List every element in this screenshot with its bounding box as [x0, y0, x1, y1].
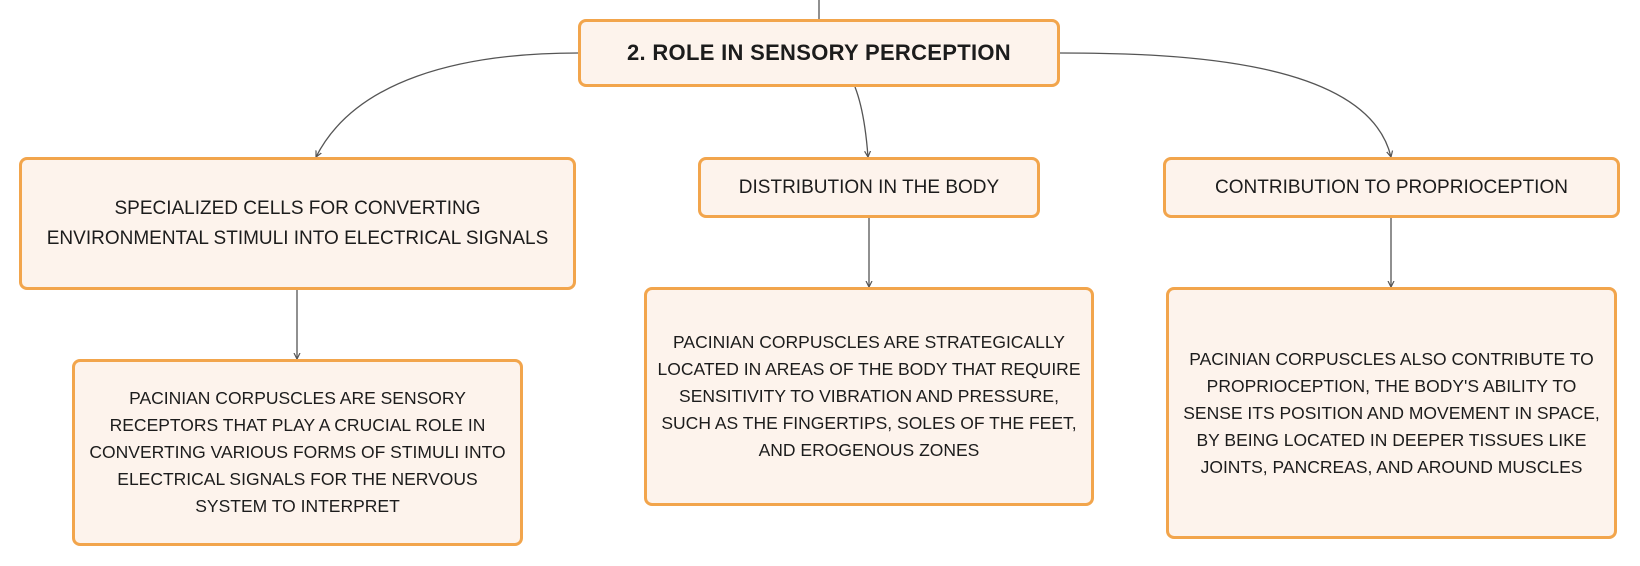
node-distribution-in-body[interactable]: DISTRIBUTION IN THE BODY: [698, 157, 1040, 218]
node-distribution-label: DISTRIBUTION IN THE BODY: [738, 176, 1000, 198]
root-node[interactable]: 2. ROLE IN SENSORY PERCEPTION: [578, 19, 1060, 87]
node-sensory-receptors-detail[interactable]: PACINIAN CORPUSCLES ARE SENSORY RECEPTOR…: [72, 359, 523, 546]
node-proprioception-label: CONTRIBUTION TO PROPRIOCEPTION: [1215, 176, 1568, 198]
node-strategic-location-text: PACINIAN CORPUSCLES ARE STRATEGICALLY LO…: [657, 332, 1081, 460]
connector-root-to-proprioception: [1059, 52, 1391, 157]
connector-root-to-distribution: [854, 86, 868, 157]
node-specialized-cells[interactable]: SPECIALIZED CELLS FOR CONVERTING ENVIRON…: [19, 157, 576, 290]
node-proprioception-detail[interactable]: PACINIAN CORPUSCLES ALSO CONTRIBUTE TO P…: [1166, 287, 1617, 539]
node-strategic-location-detail[interactable]: PACINIAN CORPUSCLES ARE STRATEGICALLY LO…: [644, 287, 1094, 506]
node-specialized-cells-label: SPECIALIZED CELLS FOR CONVERTING ENVIRON…: [46, 197, 549, 249]
root-node-label: 2. ROLE IN SENSORY PERCEPTION: [627, 40, 1011, 65]
node-sensory-receptors-text: PACINIAN CORPUSCLES ARE SENSORY RECEPTOR…: [89, 388, 506, 516]
node-contribution-to-proprioception[interactable]: CONTRIBUTION TO PROPRIOCEPTION: [1163, 157, 1620, 218]
connector-root-to-specialized: [316, 52, 579, 157]
node-proprioception-detail-text: PACINIAN CORPUSCLES ALSO CONTRIBUTE TO P…: [1183, 348, 1600, 477]
